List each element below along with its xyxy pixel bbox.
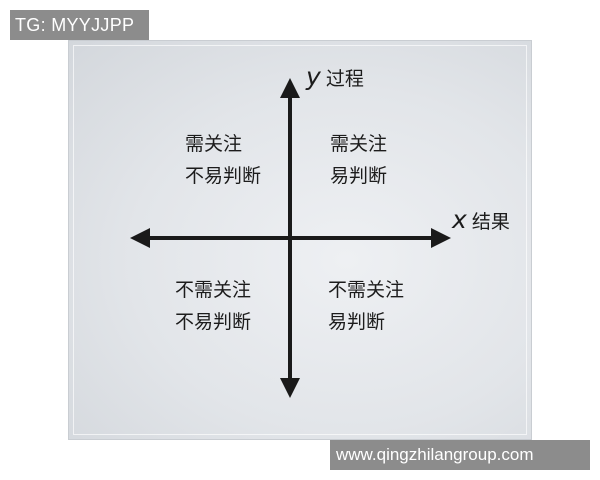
quadrant-bottom-left-line-2: 不易判断 [175,311,252,333]
quadrant-top-right-line-1: 需关注 [330,133,388,155]
quadrant-bottom-right-line-1: 不需关注 [328,279,405,301]
x-axis-word: 结果 [471,211,510,233]
y-axis-label: y 过程 [306,62,364,91]
quadrant-top-left-line-2: 不易判断 [185,165,262,187]
x-axis-variable: x [452,205,467,234]
x-axis-label: x 结果 [452,205,510,234]
quadrant-bottom-left-line-1: 不需关注 [175,279,252,301]
quadrant-top-right-line-2: 易判断 [330,165,388,187]
quadrant-top-right: 需关注 易判断 [330,128,387,192]
watermark-url: www.qingzhilangroup.com [330,440,590,470]
quadrant-bottom-right-line-2: 易判断 [328,311,386,333]
quadrant-bottom-left: 不需关注 不易判断 [175,274,251,338]
quadrant-top-left-line-1: 需关注 [185,133,243,155]
quadrant-top-left: 需关注 不易判断 [185,128,261,192]
quadrant-bottom-right: 不需关注 易判断 [328,274,404,338]
y-axis-word: 过程 [325,68,364,90]
y-axis-variable: y [306,62,321,91]
watermark-tag: TG: MYYJJPP [10,10,149,40]
panel-inner-border [73,45,527,435]
